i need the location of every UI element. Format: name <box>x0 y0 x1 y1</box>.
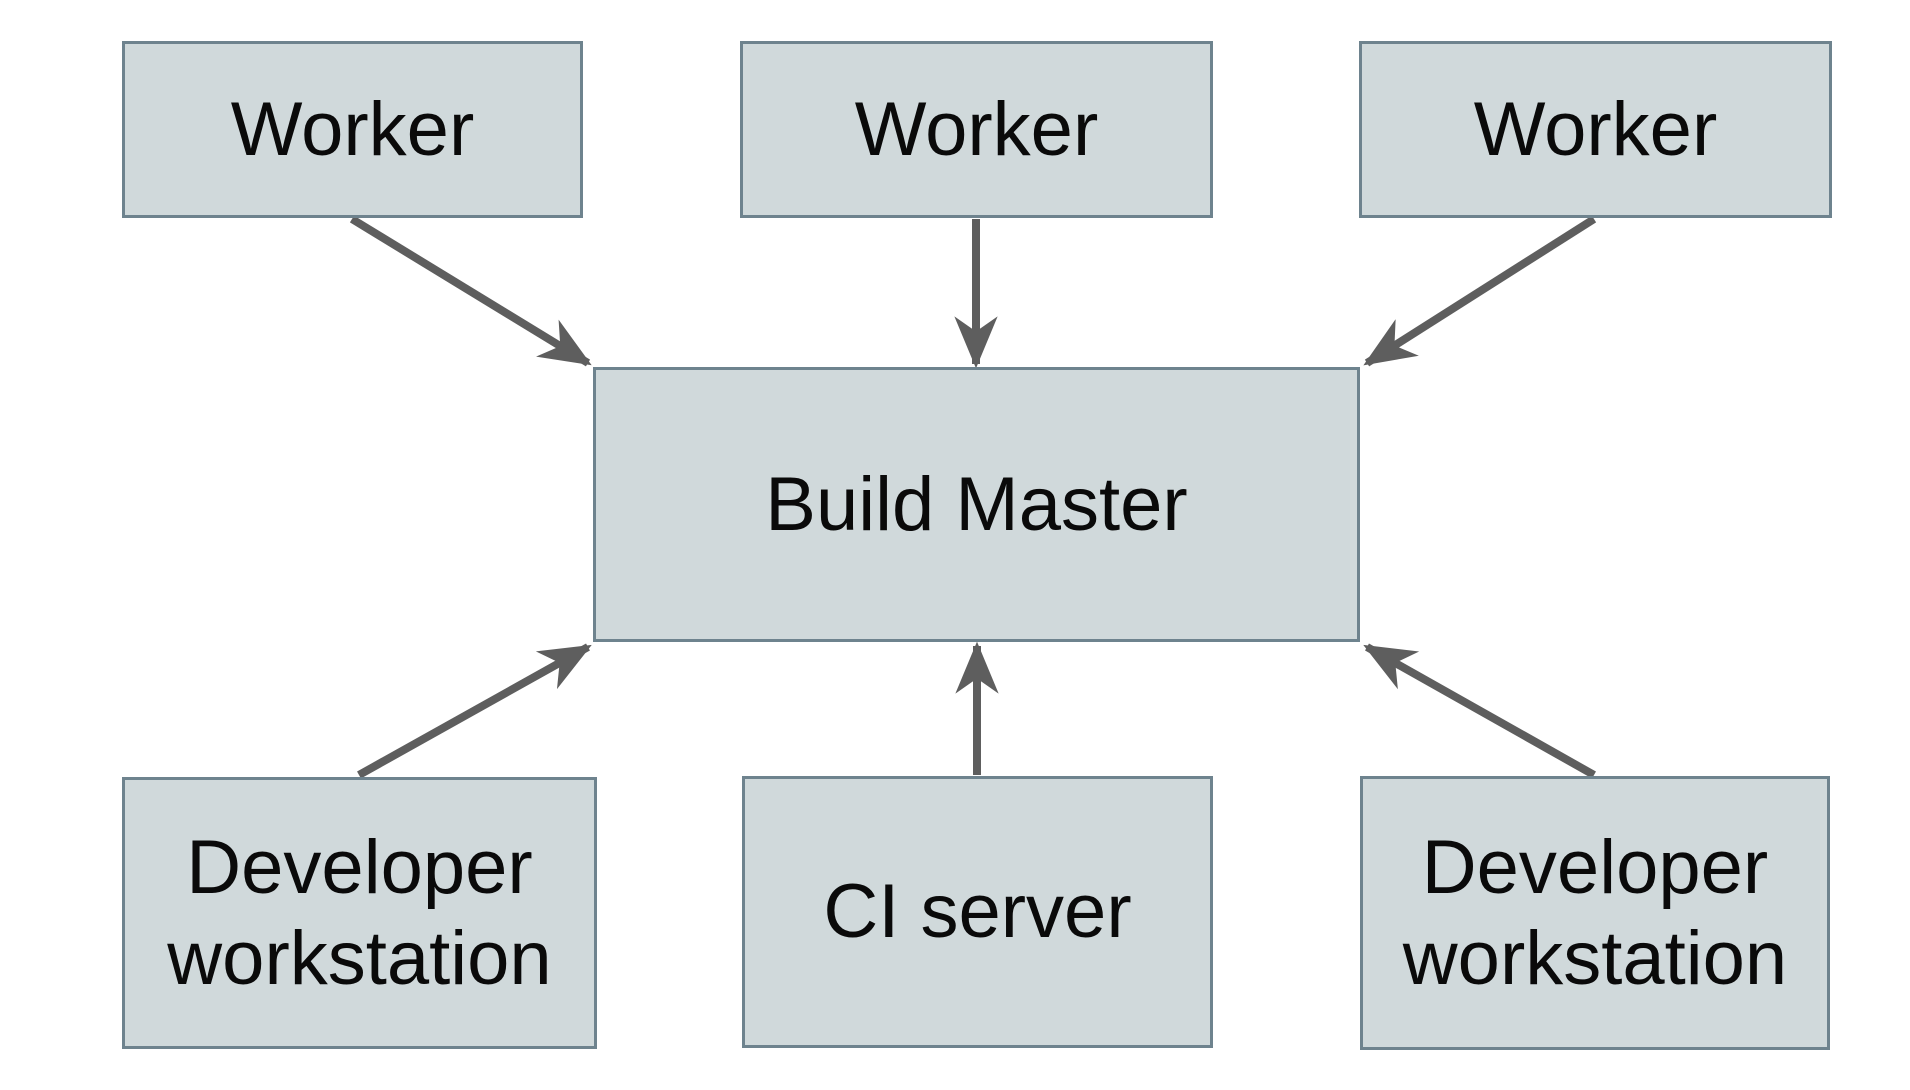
node-label-worker-2: Worker <box>854 86 1099 172</box>
node-label-developer-workstation-right: Developer workstation <box>1402 824 1788 1001</box>
node-worker-3: Worker <box>1359 41 1832 218</box>
node-developer-workstation-left: Developer workstation <box>122 777 597 1049</box>
node-label-developer-workstation-left: Developer workstation <box>167 824 552 1001</box>
node-label-build-master: Build Master <box>765 461 1188 547</box>
node-developer-workstation-right: Developer workstation <box>1360 776 1830 1050</box>
node-label-worker-1: Worker <box>230 86 475 172</box>
node-build-master: Build Master <box>593 367 1360 642</box>
node-worker-1: Worker <box>122 41 583 218</box>
arrow-developer-workstation-right-to-build-master <box>1363 643 1596 779</box>
arrow-worker-1-to-build-master <box>349 215 592 367</box>
arrow-developer-workstation-left-to-build-master <box>357 643 592 779</box>
arrow-worker-3-to-build-master <box>1363 215 1597 367</box>
node-label-ci-server: CI server <box>823 869 1132 955</box>
node-worker-2: Worker <box>740 41 1213 218</box>
node-label-worker-3: Worker <box>1473 86 1718 172</box>
node-ci-server: CI server <box>742 776 1213 1048</box>
